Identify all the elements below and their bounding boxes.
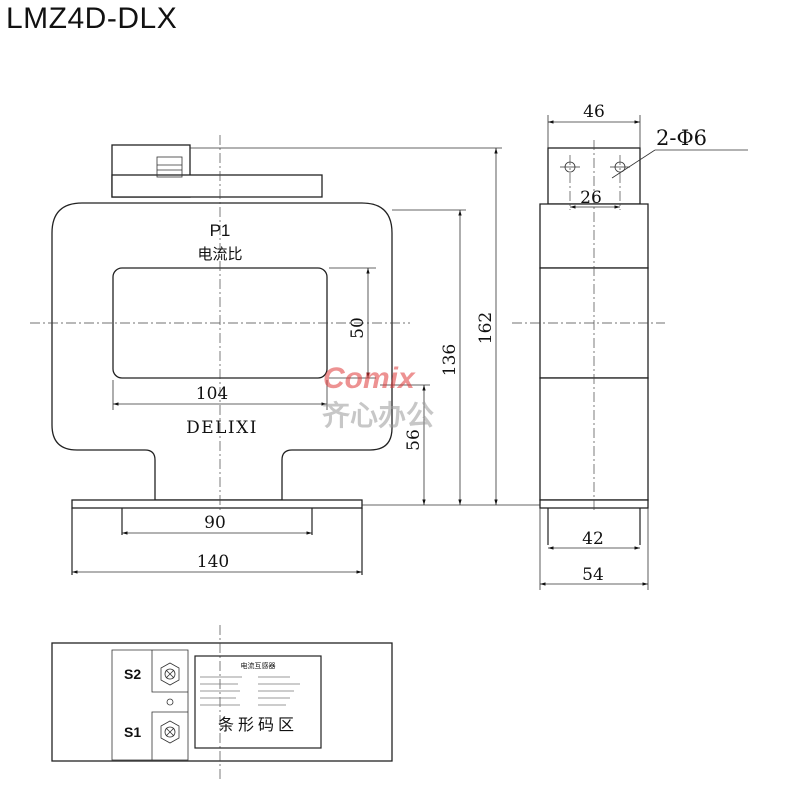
barcode-area-label: 条形码区 (218, 716, 298, 734)
center-dot (166, 698, 174, 706)
dim-hole-spacing: 26 (580, 188, 602, 208)
terminal-base-plate (111, 174, 323, 198)
side-view: 46 2-Φ6 26 42 54 (512, 102, 748, 590)
watermark-company: 齐心办公 (322, 400, 434, 431)
ratio-label: 电流比 (197, 246, 242, 263)
nameplate (194, 655, 322, 749)
hole-spec-label: 2-Φ6 (656, 126, 707, 150)
watermark-comix: Comix (323, 362, 416, 395)
dim-inner-height: 136 (440, 344, 460, 376)
terminal-s1-label: S1 (124, 724, 141, 740)
dim-bottom-inner: 42 (582, 529, 604, 549)
dim-window-height: 50 (348, 317, 368, 339)
terminal-screw-s1 (160, 720, 180, 744)
brand-label: DELIXI (186, 418, 258, 438)
front-view: P1 电流比 DELIXI 104 50 136 162 56 90 140 (30, 135, 540, 575)
watermark-logo: Comix 齐心办公 (322, 362, 434, 431)
dim-bottom-width: 54 (582, 565, 604, 585)
terminal-s2-label: S2 (124, 666, 141, 682)
dim-base-height: 56 (404, 429, 424, 451)
terminal-p1-label: P1 (210, 221, 231, 240)
model-title: LMZ4D-DLX (6, 2, 178, 35)
mount-base-plate (71, 499, 363, 509)
dim-overall-height: 162 (476, 312, 496, 344)
terminal-screw-s2 (160, 662, 180, 686)
nameplate-fine-print (200, 676, 300, 706)
dim-base-width: 140 (197, 552, 229, 572)
nameplate-title: 电流互感器 (241, 661, 276, 670)
bottom-outline (51, 642, 393, 762)
bottom-view: S2 S1 电流互感器 条形码区 (51, 625, 393, 780)
dim-mount-spacing: 90 (204, 513, 226, 533)
dim-top-width: 46 (583, 102, 605, 122)
terminal-screw (156, 156, 183, 178)
dim-window-width: 104 (196, 384, 228, 404)
